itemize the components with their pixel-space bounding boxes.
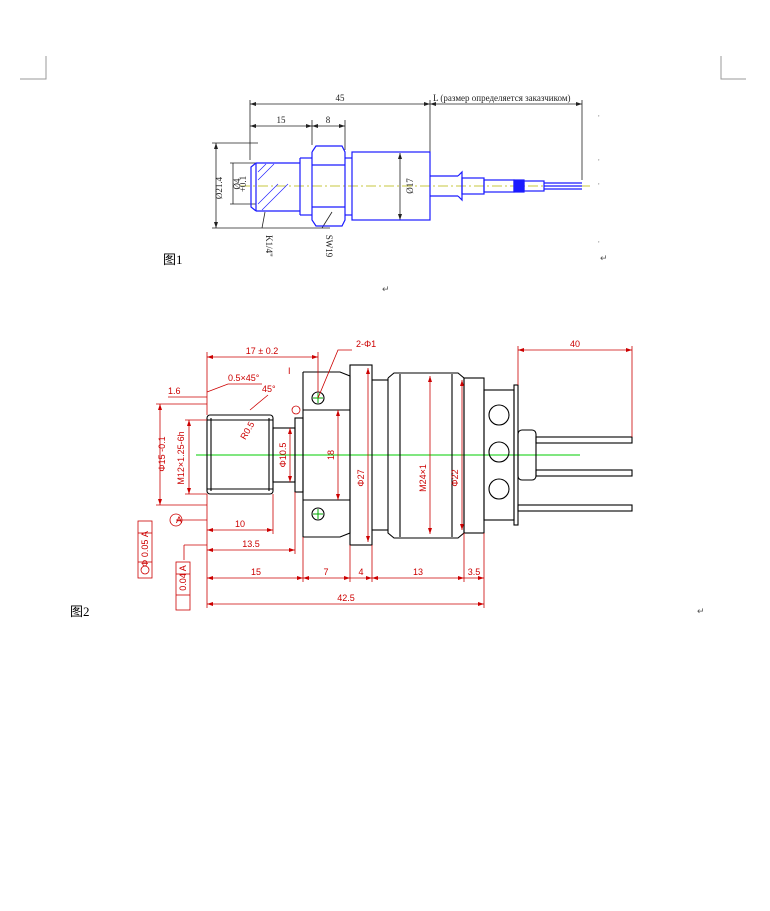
fig2-tolerance-2: 0.04 A xyxy=(178,565,188,591)
fig1-label-sw19: SW19 xyxy=(324,235,334,258)
fig2-arrows xyxy=(158,348,632,606)
fig2-dim-40: 40 xyxy=(570,339,580,349)
fig2-dim-10: 10 xyxy=(235,519,245,529)
fig1-dim-17: Ø17 xyxy=(405,178,415,194)
fig1-dim-4-tol: +0.1 xyxy=(238,176,248,192)
fig2-dim-15-dia: Φ15 -0.1 xyxy=(157,436,167,471)
fig1-dim-15: 15 xyxy=(277,115,287,125)
fig1-dim-21-4: Ø21.4 xyxy=(214,176,224,199)
fig1-dimension-lines xyxy=(212,100,583,229)
fig2-dim-18: 18 xyxy=(326,450,336,460)
fig2-dim-42-5: 42.5 xyxy=(337,593,355,603)
fig2-dim-m24: M24×1 xyxy=(418,464,428,492)
fig2-dim-17: 17 ± 0.2 xyxy=(246,346,278,356)
fig1-hatching xyxy=(257,163,289,211)
paragraph-mark: ↵ xyxy=(697,606,705,616)
fig1-dim-45: 45 xyxy=(336,93,346,103)
figure-1-caption: 图1 xyxy=(163,252,183,267)
svg-text:,: , xyxy=(598,180,600,186)
fig2-datum-a: A xyxy=(176,515,182,525)
fig2-dim-angle: 45° xyxy=(262,384,276,394)
fig2-dim-1-6: 1.6 xyxy=(168,386,181,396)
svg-text:,: , xyxy=(598,156,600,162)
fig2-dim-thread: M12×1.25-6h xyxy=(176,431,186,484)
fig2-tolerance-frames xyxy=(137,405,301,611)
fig1-part-outline xyxy=(250,145,582,227)
figure-2-caption: 图2 xyxy=(70,604,90,619)
fig1-stray-marks: , , , , xyxy=(598,112,600,244)
fig1-dim-8: 8 xyxy=(326,115,331,125)
paragraph-mark: ↵ xyxy=(600,253,608,263)
fig2-dim-holes: 2-Φ1 xyxy=(356,339,376,349)
fig2-tolerance-1: Φ 0.05 A xyxy=(140,531,150,567)
fig1-dim-4: Ø4 xyxy=(232,178,242,189)
fig2-dim-b7: 7 xyxy=(323,567,328,577)
fig2-dim-b13: 13 xyxy=(413,567,423,577)
paragraph-mark: ↵ xyxy=(382,284,390,294)
fig2-dim-10-5: Φ10.5 xyxy=(278,443,288,468)
fig2-dim-r05: R0.5 xyxy=(238,420,256,441)
fig1-arrows xyxy=(214,102,582,228)
fig2-dimension-lines xyxy=(156,346,633,608)
fig2-dim-13-5: 13.5 xyxy=(242,539,260,549)
fig1-label-k14: K1/4" xyxy=(264,235,274,257)
fig2-dim-chamfer: 0.5×45° xyxy=(228,373,260,383)
fig2-dim-b3-5: 3.5 xyxy=(468,567,481,577)
fig2-dim-b15: 15 xyxy=(251,567,261,577)
fig2-mark-I: I xyxy=(288,366,291,376)
svg-text:,: , xyxy=(598,112,600,118)
svg-text:,: , xyxy=(598,238,600,244)
fig2-dim-22: Φ22 xyxy=(450,469,460,486)
fig2-dim-b4: 4 xyxy=(358,567,363,577)
fig1-dim-L: L (размер определяется заказчиком) xyxy=(433,93,571,103)
fig2-dim-27: Φ27 xyxy=(356,469,366,486)
